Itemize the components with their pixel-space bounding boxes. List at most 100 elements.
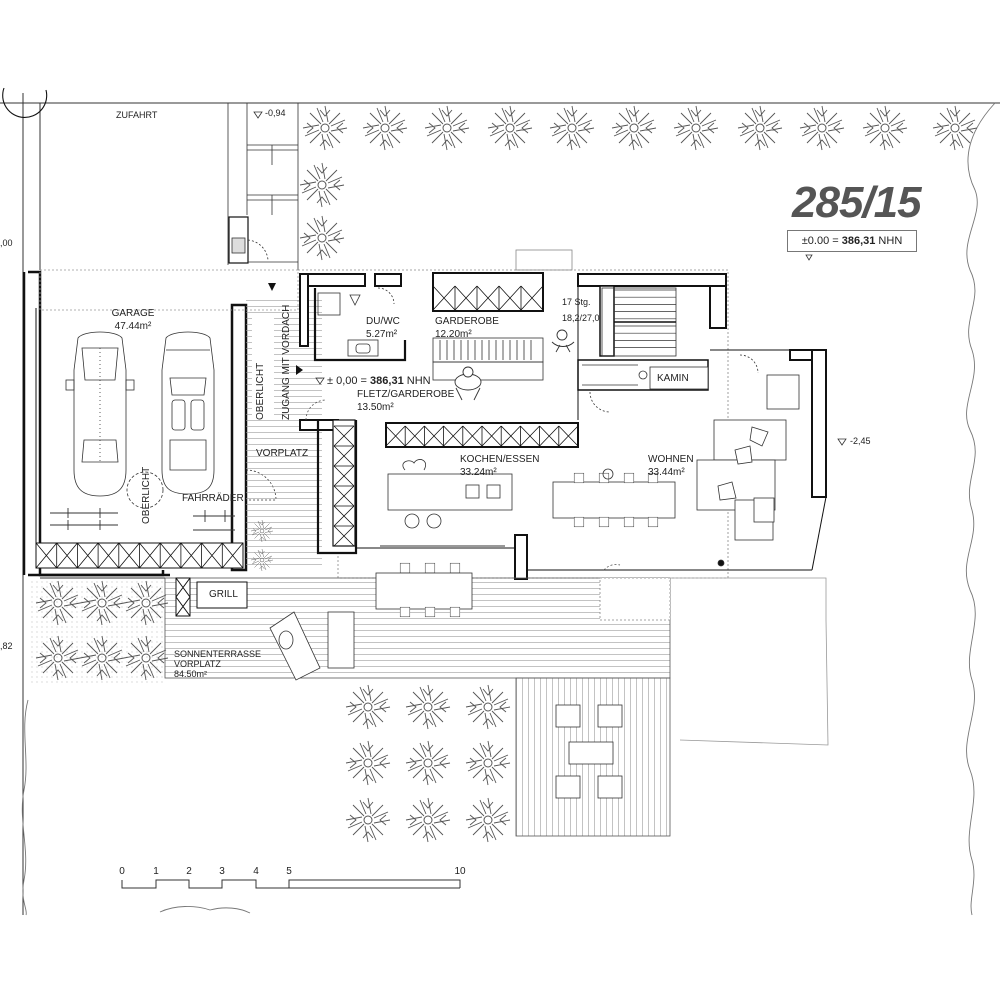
tree-symbol [405, 797, 451, 843]
cabinet-cross [333, 445, 355, 467]
tree-symbol [862, 105, 908, 151]
cabinet-cross [500, 425, 521, 447]
terrace-chair [399, 606, 411, 618]
cabinet-cross [520, 285, 544, 311]
cabinet-cross [443, 425, 464, 447]
person-stairs [551, 329, 575, 353]
door-swings [305, 399, 621, 571]
label-vorplatz-terrace: VORPLATZ [174, 659, 221, 669]
cabinet-cross [558, 425, 579, 447]
cabinet-cross [118, 542, 140, 569]
dining-chair [598, 516, 610, 528]
cabinet-cross [77, 542, 99, 569]
level-entry: ± 0,00 = 386,31 NHN [327, 375, 431, 388]
cabinet-cross [201, 542, 223, 569]
tree-symbol [549, 105, 595, 151]
cabinet-cross [333, 525, 355, 547]
scale-label-10: 10 [454, 866, 466, 877]
hedge-outline-right [965, 102, 996, 916]
tree-symbol [299, 162, 345, 208]
label-du-wc: DU/WC [366, 316, 400, 327]
tree-symbol [737, 105, 783, 151]
scale-label-4: 4 [253, 866, 259, 877]
dining-chair [647, 516, 659, 528]
level-entry-value: 386,31 [370, 375, 404, 387]
bathroom-fixtures [317, 287, 395, 357]
cabinet-cross [180, 542, 202, 569]
label-stairs: 17 Stg. [562, 297, 591, 307]
north-marker [2, 87, 48, 118]
terrace-chair [449, 606, 461, 618]
scale-label-5: 5 [286, 866, 292, 877]
hedge-outline-left [21, 699, 29, 916]
cabinet-cross [385, 425, 406, 447]
label-fahrraeder: FAHRRÄDER [182, 493, 244, 504]
level-markers [253, 111, 847, 446]
bicycles [50, 508, 235, 531]
label-oberlicht-entry: OBERLICHT [255, 362, 266, 420]
level-entry-prefix: ± 0,00 = [327, 375, 371, 387]
living-furniture [696, 374, 800, 567]
plan-number: 285/15 [792, 178, 922, 227]
tree-symbol [487, 105, 533, 151]
cabinet-cross [498, 285, 522, 311]
label-vorplatz: VORPLATZ [256, 448, 309, 459]
cabinet-cross [424, 425, 444, 447]
label-sonnenterrasse: SONNENTERRASSE [174, 649, 262, 659]
cabinet-cross [221, 542, 244, 569]
cabinet-cross [454, 285, 478, 311]
tree-symbol [465, 797, 511, 843]
cabinet-cross [432, 285, 456, 311]
scale-label-2: 2 [186, 866, 192, 877]
dining-chair [623, 516, 635, 528]
tree-symbol [345, 684, 391, 730]
label-zugang: ZUGANG MIT VORDACH [281, 304, 292, 420]
label-terrasse-area: 84.50m² [174, 669, 208, 679]
label-kamin: KAMIN [657, 373, 689, 384]
skylight-garage [126, 471, 164, 509]
grill-patch [599, 577, 671, 621]
cabinet-cross [56, 542, 78, 569]
cabinet-cross [333, 485, 355, 507]
hedge-outline-bottom [159, 906, 251, 914]
reference-prefix: ±0.00 = [801, 235, 842, 247]
cabinet-cross [404, 425, 425, 447]
roof-bump [515, 249, 573, 271]
house-walls [299, 272, 827, 580]
label-garderobe-area: 12.20m² [435, 329, 472, 340]
level-top: -0,94 [265, 108, 286, 118]
label-garage: GARAGE [111, 308, 155, 319]
label-stairs-dim: 18,2/27,0 [562, 313, 600, 323]
label-kochen-area: 33.24m² [460, 467, 497, 478]
dining-chairs [573, 468, 659, 528]
cabinet-cross [159, 542, 182, 569]
terrace-chair [424, 562, 436, 574]
label-fletz: FLETZ/GARDEROBE [357, 389, 455, 400]
terrace-chair [449, 562, 461, 574]
tree-symbol [405, 684, 451, 730]
kitchen-island [387, 459, 513, 529]
label-fletz-area: 13.50m² [357, 402, 394, 413]
label-garage-area: 47.44m² [114, 321, 152, 332]
terrace-table [375, 572, 473, 610]
dining-chair [573, 516, 585, 528]
garden-outline [670, 577, 829, 746]
garage-outline [39, 269, 299, 311]
dining-chair [623, 472, 635, 484]
cabinet-cross [139, 542, 161, 569]
label-du-wc-area: 5.27m² [366, 329, 398, 340]
cabinet-cross [333, 465, 355, 487]
tree-symbol [405, 740, 451, 786]
dining-chair [573, 472, 585, 484]
label-oberlicht-garage: OBERLICHT [141, 466, 152, 524]
tree-symbol [345, 740, 391, 786]
tree-symbol [302, 105, 348, 151]
tree-symbol [673, 105, 719, 151]
fireplace [582, 354, 759, 413]
label-grill: GRILL [209, 589, 238, 600]
person-figure [454, 366, 482, 401]
scale-label-0: 0 [119, 866, 125, 877]
car-sedan [65, 331, 135, 497]
cabinet-cross [35, 542, 58, 569]
tree-symbol [465, 740, 511, 786]
